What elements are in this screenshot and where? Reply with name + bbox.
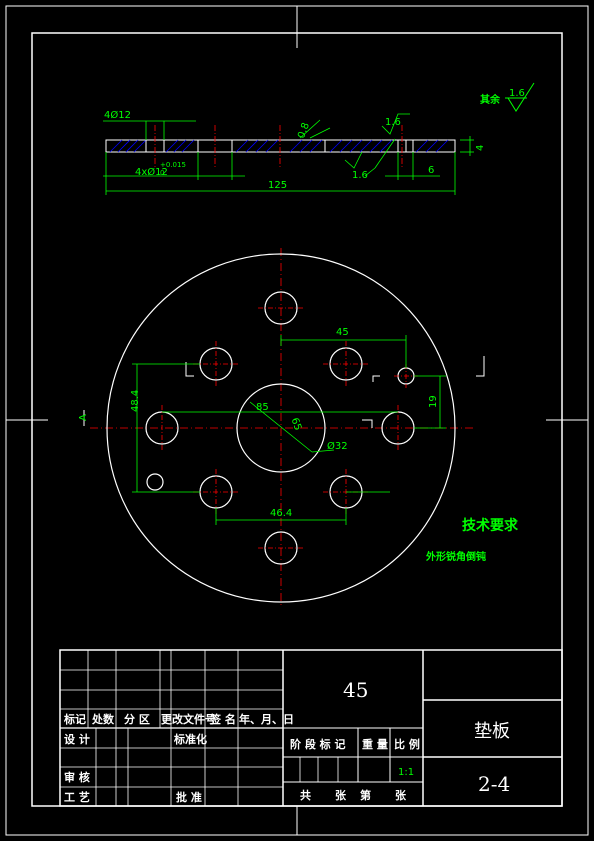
dim-holes-top: 4Ø12 (104, 109, 131, 121)
surface-value: 1.6 (509, 88, 525, 99)
section-centerlines (154, 125, 403, 168)
sheet-total: 共 (300, 788, 311, 802)
tech-notes-line1: 外形锐角倒钝 (425, 550, 486, 563)
drawing-number: 2-4 (478, 772, 510, 796)
role-design: 设 计 (64, 732, 90, 746)
plan-view: 45 48.4 19 85 65 Ø32 46.4 A (78, 248, 485, 605)
header-sign: 签 名 (209, 712, 236, 726)
role-standard: 标准化 (173, 732, 207, 746)
dim-pitch-bottom: 46.4 (270, 508, 292, 519)
weight-label: 重 量 (362, 737, 388, 751)
part-name: 垫板 (474, 721, 510, 742)
dim-roughness-bottom: 1.6 (352, 170, 368, 181)
plan-dimension-lines (132, 335, 446, 525)
centering-marks (6, 6, 588, 835)
plate-section-outline (105, 139, 456, 153)
dim-pitch-horizontal: 45 (336, 327, 349, 338)
pin-hole-left (146, 473, 164, 491)
sheet-number: 第 (360, 788, 371, 802)
section-view: 4Ø12 4xØ12 +0.015 0 125 4 0.8 1.6 1.6 6 (103, 109, 486, 195)
scale-value: 1:1 (398, 767, 414, 778)
role-check: 审 核 (64, 770, 90, 784)
title-block-text: 45 垫板 2-4 1:1 标记 处数 分 区 更改文件号 签 名 年、月、日 … (63, 678, 510, 804)
dim-pcd: 65 (289, 416, 304, 432)
header-count: 处数 (91, 712, 115, 726)
sheet-zhang1: 张 (335, 788, 347, 802)
title-block (59, 649, 563, 807)
surface-label: 其余 (480, 93, 501, 106)
plate-outline (106, 253, 456, 603)
technical-requirements: 技术要求 外形锐角倒钝 (425, 517, 519, 563)
section-hatching (109, 139, 449, 153)
header-mark: 标记 (63, 712, 86, 726)
role-approve: 批 准 (176, 790, 202, 804)
section-markers (83, 356, 485, 428)
dim-pitch-vertical: 48.4 (130, 390, 141, 412)
dim-roughness-top: 1.6 (385, 117, 401, 128)
stage-mark-label: 阶 段 标 记 (290, 737, 346, 751)
section-dimension-lines (103, 113, 474, 195)
dim-thickness: 4 (475, 145, 486, 151)
header-date: 年、月、日 (239, 712, 294, 726)
dim-step: 6 (428, 165, 434, 176)
dim-overall-length: 125 (268, 180, 287, 191)
role-process: 工 艺 (64, 790, 90, 804)
dim-chamfer: 0.8 (296, 121, 312, 140)
dim-small-vertical: 19 (428, 395, 439, 408)
header-doc: 更改文件号 (161, 712, 216, 726)
dim-outer-diameter: 85 (256, 402, 269, 413)
sheet-zhang2: 张 (395, 788, 407, 802)
dim-tolerance-upper: +0.015 (160, 161, 186, 169)
roughness-symbol-icon (507, 82, 535, 112)
header-zone: 分 区 (124, 712, 150, 726)
section-hole-walls (145, 140, 414, 152)
section-marker-label: A (78, 414, 89, 421)
dim-tolerance-lower: 0 (160, 169, 164, 177)
center-bore (236, 383, 326, 473)
dim-bore: Ø32 (327, 440, 348, 452)
tech-notes-title: 技术要求 (462, 517, 519, 534)
scale-label: 比 例 (394, 737, 420, 751)
dim-holes-bottom: 4xØ12 (135, 166, 168, 178)
surface-roughness-note: 其余 1.6 (480, 82, 535, 112)
material-value: 45 (343, 678, 368, 702)
